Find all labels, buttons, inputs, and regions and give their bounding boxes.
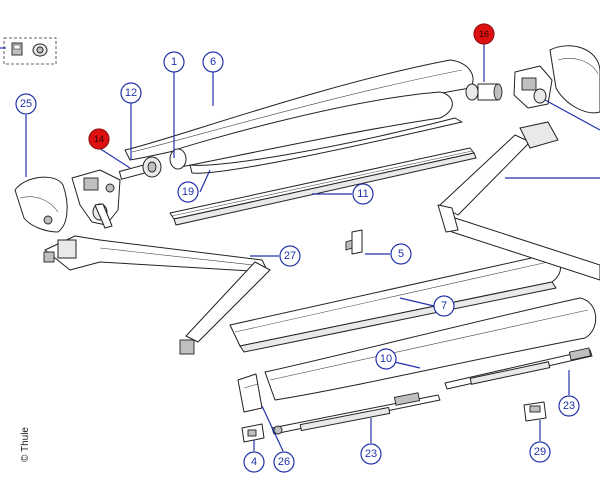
tension-knob-part (118, 156, 162, 180)
lower-cover-part (264, 297, 597, 401)
callout-11: 11 (352, 183, 374, 205)
callout-label: 25 (20, 98, 32, 110)
lower-rail-left-part (271, 392, 441, 435)
callout-label: 6 (210, 56, 216, 68)
callout-label: 5 (398, 248, 404, 260)
leader-lines (25, 44, 600, 452)
callout-6: 6 (202, 51, 224, 73)
small-bracket-part (345, 229, 363, 255)
callout-12: 12 (120, 82, 142, 104)
callout-4: 4 (243, 451, 265, 473)
end-piece-part (237, 373, 263, 413)
motor-part (465, 83, 503, 101)
callout-7: 7 (433, 295, 455, 317)
callout-label: 10 (380, 353, 392, 365)
copyright-text: © Thule (20, 427, 31, 462)
front-profile-part (229, 254, 561, 353)
callout-29: 29 (529, 441, 551, 463)
callout-10: 10 (375, 348, 397, 370)
top-rail-part (169, 147, 477, 226)
callout-label: 19 (182, 186, 194, 198)
callout-1: 1 (163, 51, 185, 73)
callout-14: 14 (88, 128, 110, 150)
callout-label: 26 (278, 456, 290, 468)
callout-19: 19 (177, 181, 199, 203)
callout-label: 12 (125, 87, 137, 99)
lower-rail-right-part (444, 347, 593, 390)
callout-5: 5 (390, 243, 412, 265)
right-gear-assembly-part (513, 65, 553, 109)
callout-label: 23 (563, 400, 575, 412)
left-gear-assembly-part (71, 169, 121, 229)
small-parts-inset (0, 37, 57, 65)
mount-bracket-part (523, 401, 547, 422)
callout-label: 7 (441, 300, 447, 312)
callout-23-left: 23 (360, 443, 382, 465)
left-arm-part (43, 235, 271, 355)
callout-16: 16 (473, 23, 495, 45)
callout-26: 26 (273, 451, 295, 473)
callout-label: 23 (365, 448, 377, 460)
end-bracket-part (241, 423, 265, 443)
right-arm-part (437, 121, 600, 281)
callout-label: 11 (357, 188, 368, 200)
callout-label: 16 (479, 29, 489, 39)
callout-label: 27 (284, 250, 296, 262)
right-end-cap-part (549, 45, 600, 114)
callout-label: 1 (171, 56, 177, 68)
left-end-cap-part (14, 176, 68, 233)
callout-27: 27 (279, 245, 301, 267)
callout-label: 14 (94, 134, 104, 144)
callout-23-right: 23 (558, 395, 580, 417)
callout-25: 25 (15, 93, 37, 115)
callout-label: 29 (534, 446, 546, 458)
callout-label: 4 (251, 456, 257, 468)
